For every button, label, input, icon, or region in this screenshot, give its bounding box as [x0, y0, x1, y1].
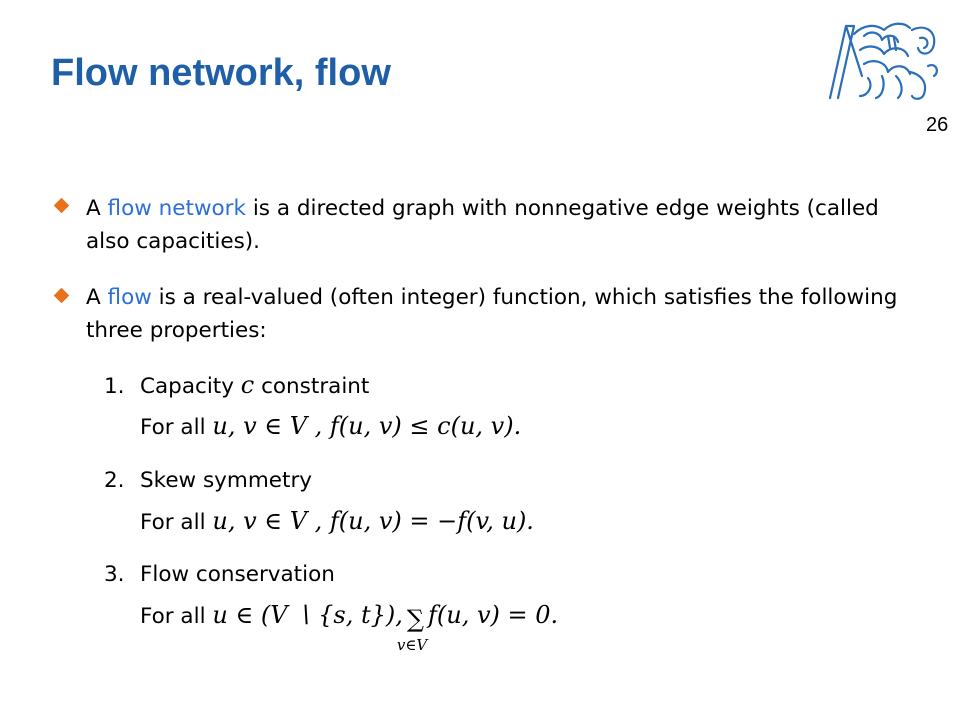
text-segment: is a directed graph with nonnegative edg… [245, 196, 879, 221]
formula-math: u ∈ (V ∖ {s, t}), [212, 601, 403, 629]
formula-math: u, v ∈ V , f(u, v) ≤ c(u, v). [212, 412, 522, 440]
page-number: 26 [926, 114, 949, 136]
slide-title: Flow network, flow [51, 52, 391, 94]
math-variable: c [240, 371, 255, 399]
property-name: Flow conservation [140, 562, 335, 587]
formula-math: u, v ∈ V , f(u, v) = −f(v, u). [212, 507, 534, 535]
formula-prefix: For all [140, 415, 213, 440]
property-capacity-constraint: 1. Capacity c constraint [104, 370, 369, 402]
list-number: 1. [104, 374, 125, 399]
text-segment: also capacities). [86, 229, 261, 254]
bullet-paragraph-flow-network: A flow network is a directed graph with … [86, 192, 916, 258]
formula-math: f(u, v) = 0. [428, 601, 559, 629]
bullet-marker-icon [53, 197, 70, 214]
summation-symbol: ∑ [406, 605, 424, 633]
term-flow: flow [107, 285, 152, 310]
property-name: Capacity [140, 374, 241, 399]
summation-subscript: v∈V [396, 636, 428, 654]
bullet-paragraph-flow: A flow is a real-valued (often integer) … [86, 281, 916, 347]
text-segment: A [86, 285, 108, 310]
text-segment: is a real-valued (often integer) functio… [151, 285, 898, 310]
property-skew-symmetry: 2. Skew symmetry [104, 466, 312, 496]
term-flow-network: flow network [107, 196, 246, 221]
property-flow-conservation: 3. Flow conservation [104, 560, 335, 590]
bullet-marker-icon [53, 287, 70, 304]
text-segment: A [86, 196, 108, 221]
list-number: 3. [104, 562, 125, 587]
text-segment: three properties: [86, 318, 267, 343]
property-name: constraint [254, 374, 370, 399]
formula-capacity-constraint: For all u, v ∈ V , f(u, v) ≤ c(u, v). [140, 411, 521, 443]
property-name: Skew symmetry [140, 468, 313, 493]
formula-prefix: For all [140, 510, 213, 535]
lion-emblem-logo [828, 22, 938, 100]
formula-skew-symmetry: For all u, v ∈ V , f(u, v) = −f(v, u). [140, 506, 534, 538]
list-number: 2. [104, 468, 125, 493]
formula-prefix: For all [140, 604, 213, 629]
summation: ∑ v∈V [397, 604, 427, 654]
